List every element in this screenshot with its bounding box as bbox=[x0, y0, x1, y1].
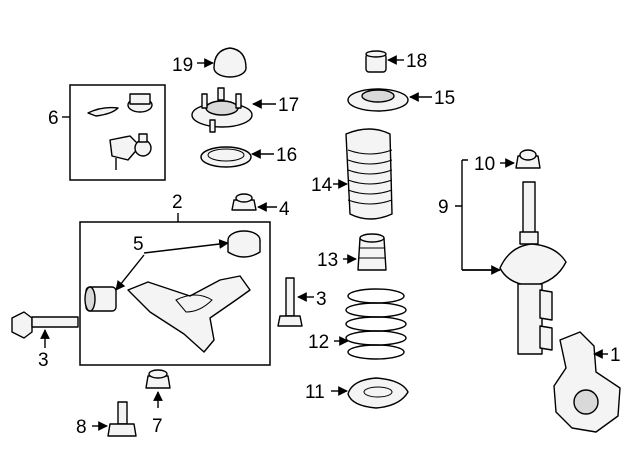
callout-16: 16 bbox=[276, 145, 297, 166]
part-9-strut bbox=[499, 181, 567, 355]
callout-17: 17 bbox=[278, 95, 299, 116]
part-16-seat bbox=[200, 146, 252, 168]
callout-19: 19 bbox=[172, 55, 193, 76]
callout-2: 2 bbox=[172, 192, 183, 213]
callout-14: 14 bbox=[311, 175, 333, 196]
callout-1: 1 bbox=[610, 345, 621, 366]
part-13-bump-stop bbox=[357, 233, 387, 271]
callout-18: 18 bbox=[406, 51, 427, 72]
part-6-box bbox=[69, 84, 166, 181]
callout-13: 13 bbox=[317, 250, 338, 271]
callout-3a: 3 bbox=[38, 350, 49, 371]
part-2-control-arm bbox=[84, 230, 261, 353]
leader-9 bbox=[455, 159, 500, 271]
part-17-strut-mount bbox=[191, 87, 253, 133]
callout-9: 9 bbox=[438, 197, 449, 218]
part-8-bolt bbox=[107, 401, 137, 437]
callout-7: 7 bbox=[152, 416, 163, 437]
part-4-nut bbox=[231, 193, 257, 211]
part-15-spring-seat bbox=[347, 88, 409, 112]
part-11-insulator bbox=[347, 377, 409, 409]
part-19-cap bbox=[213, 47, 247, 78]
callout-15: 15 bbox=[434, 88, 455, 109]
part-3-bolt-right bbox=[277, 277, 303, 327]
callout-8: 8 bbox=[76, 417, 87, 438]
part-6-ball-joint bbox=[87, 93, 153, 170]
callout-12: 12 bbox=[308, 332, 329, 353]
callout-5: 5 bbox=[133, 234, 144, 255]
part-1-knuckle bbox=[553, 331, 621, 433]
part-2-box bbox=[79, 221, 271, 366]
part-14-boot bbox=[345, 128, 393, 220]
callout-11: 11 bbox=[305, 382, 325, 403]
part-7-nut bbox=[145, 369, 171, 389]
callout-10: 10 bbox=[474, 154, 495, 175]
part-18-stopper bbox=[365, 50, 387, 73]
part-3-bolt-left bbox=[11, 311, 79, 339]
arrow-5b bbox=[115, 254, 145, 291]
callout-4: 4 bbox=[279, 199, 290, 220]
arrow-5a bbox=[143, 239, 229, 254]
part-10-nut bbox=[515, 149, 541, 169]
callout-6: 6 bbox=[48, 108, 59, 129]
part-12-coil-spring bbox=[345, 288, 407, 360]
callout-3b: 3 bbox=[316, 289, 327, 310]
